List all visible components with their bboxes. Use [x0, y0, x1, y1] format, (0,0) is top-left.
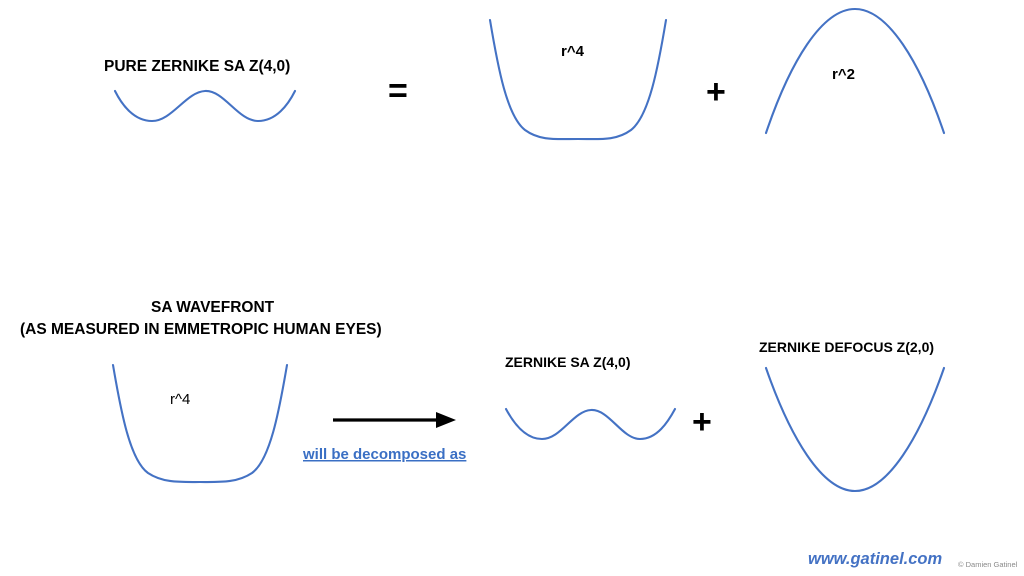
- label-r2-top: r^2: [832, 66, 855, 83]
- zernike-sa-z40-title: ZERNIKE SA Z(4,0): [505, 354, 631, 370]
- sa-wavefront-title-line1: SA WAVEFRONT: [151, 299, 275, 316]
- pure-zernike-sa-title: PURE ZERNIKE SA Z(4,0): [104, 58, 290, 75]
- label-r4-top: r^4: [561, 43, 585, 60]
- curve-zernike-sa-z40-bottom: [504, 407, 677, 441]
- decomposition-arrow-caption: will be decomposed as: [302, 446, 466, 463]
- zernike-defocus-z20-title: ZERNIKE DEFOCUS Z(2,0): [759, 339, 934, 355]
- decomposition-arrow: [333, 412, 456, 428]
- curve-r2-parabola-top: [764, 7, 946, 135]
- curve-sa-wavefront-bottom: [111, 363, 289, 484]
- plus-operator-top: +: [706, 73, 726, 111]
- label-r4-bottom: r^4: [170, 391, 190, 408]
- curve-zernike-defocus-z20-bottom: [764, 366, 946, 493]
- website-watermark[interactable]: www.gatinel.com: [808, 550, 942, 568]
- copyright-notice: © Damien Gatinel: [958, 560, 1018, 569]
- curve-r4-quartic-top: [488, 18, 668, 141]
- equals-operator-top: =: [388, 72, 408, 110]
- sa-wavefront-title-line2: (AS MEASURED IN EMMETROPIC HUMAN EYES): [20, 321, 382, 338]
- plus-operator-bottom: +: [692, 403, 712, 441]
- curve-pure-zernike-sa-top: [113, 89, 297, 123]
